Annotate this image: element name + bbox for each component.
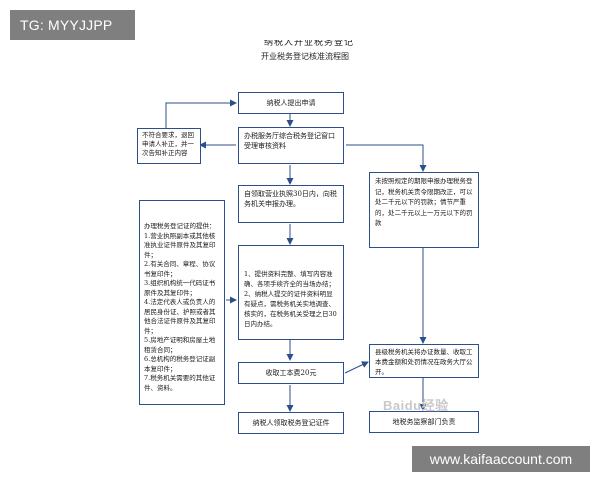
node-reception-text: 办税服务厅综合税务登记窗口受理审核资料 (244, 132, 335, 150)
arrow-fee-publicize (344, 361, 369, 374)
node-review-text: 1、提供资料完整、填写内容准确、各项手续齐全的当场办结； 2、纳税人提交的证件资… (244, 270, 337, 328)
baidu-watermark: Baidu经验 (383, 398, 449, 413)
node-review: 1、提供资料完整、填写内容准确、各项手续齐全的当场办结； 2、纳税人提交的证件资… (238, 245, 344, 340)
arrow-reception-overdue (346, 144, 427, 172)
node-materials-text: 办理税务登记证的提供： 1.营业执照副本或其他核准执业证件原件及其复印件； 2.… (144, 222, 216, 392)
node-apply-text: 纳税人提出申请 (266, 99, 316, 107)
node-supervise-text: 地税务监察部门负责 (392, 418, 456, 426)
node-fee: 收取工本费20元 (238, 362, 344, 384)
diagram-title: 开业税务登记核准流程图 (261, 52, 349, 61)
node-apply: 纳税人提出申请 (238, 92, 344, 114)
node-supervise: 地税务监察部门负责 (369, 411, 479, 433)
node-publicize: 县级税务机关将办证数量、收取工本费金额和处罚情况在政务大厅公开。 (369, 344, 479, 378)
node-publicize-text: 县级税务机关将办证数量、收取工本费金额和处罚情况在政务大厅公开。 (375, 348, 473, 376)
node-reject-text: 不符合要求，退回申请人补正，并一次告知补正内容 (142, 131, 194, 157)
diagram-title-top: 纳税人开业税务登记 (263, 40, 354, 48)
node-overdue: 未按照规定的期限申报办理税务登记，税务机关责令限期改正，可以处二千元以下的罚款；… (369, 172, 479, 248)
node-reception: 办税服务厅综合税务登记窗口受理审核资料 (238, 127, 344, 164)
node-overdue-text: 未按照规定的期限申报办理税务登记，税务机关责令限期改正，可以处二千元以下的罚款；… (375, 177, 473, 227)
node-fee-text: 收取工本费20元 (265, 369, 317, 377)
arrow-reject-apply (165, 99, 237, 128)
node-collect: 纳税人领取税务登记证件 (238, 412, 344, 434)
node-deadline-text: 自领取营业执照30日内，向税务机关申报办理。 (244, 190, 337, 208)
node-reject: 不符合要求，退回申请人补正，并一次告知补正内容 (137, 128, 201, 164)
telegram-watermark: TG: MYYJJPP (10, 10, 135, 40)
node-deadline: 自领取营业执照30日内，向税务机关申报办理。 (238, 185, 344, 223)
node-materials: 办理税务登记证的提供： 1.营业执照副本或其他核准执业证件原件及其复印件； 2.… (139, 200, 225, 405)
node-collect-text: 纳税人领取税务登记证件 (252, 419, 330, 427)
site-watermark: www.kaifaaccount.com (412, 446, 590, 472)
